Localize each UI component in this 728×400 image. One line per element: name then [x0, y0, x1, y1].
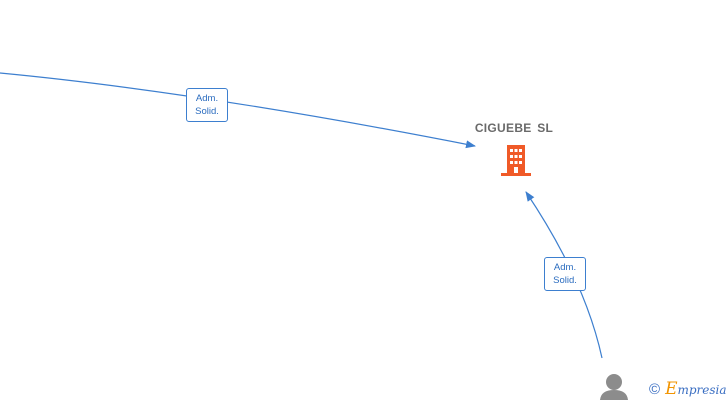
- edge-from-left-entity: [0, 72, 476, 149]
- brand-logo-initial: E: [665, 379, 678, 399]
- relation-label-line2: Solid.: [195, 106, 219, 117]
- copyright-symbol: ©: [649, 381, 661, 398]
- copyright-notice: ©Empresia: [649, 379, 727, 399]
- relation-label-line1: Adm.: [195, 93, 219, 104]
- relation-label-bottom[interactable]: Adm. Solid.: [544, 257, 586, 291]
- relation-label-line1: Adm.: [553, 262, 577, 273]
- brand-logo-text: mpresia: [677, 383, 727, 397]
- relation-label-line2: Solid.: [553, 275, 577, 286]
- building-icon[interactable]: [500, 143, 532, 177]
- relation-label-top[interactable]: Adm. Solid.: [186, 88, 228, 122]
- person-icon[interactable]: [598, 373, 630, 400]
- company-name[interactable]: CIGUEBE SL: [474, 121, 554, 135]
